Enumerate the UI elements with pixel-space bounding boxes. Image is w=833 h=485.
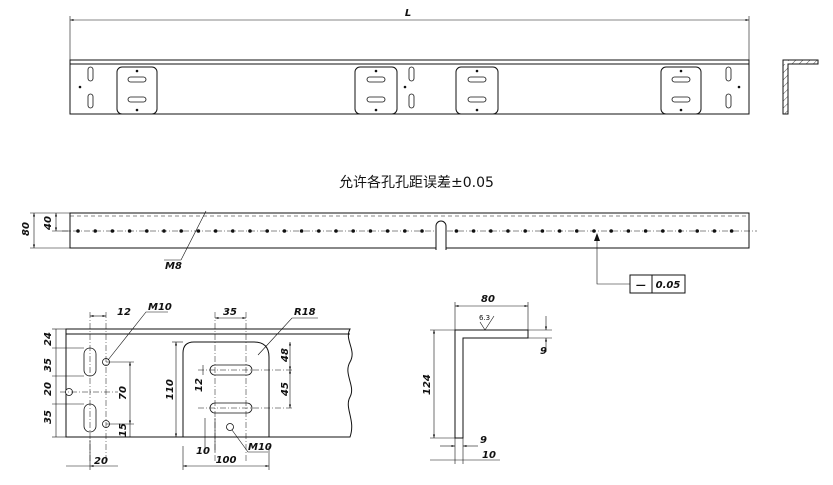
- front-hole: [265, 229, 270, 233]
- front-hole: [145, 229, 149, 233]
- pocket-slots: [127, 69, 691, 112]
- pocket: [455, 66, 499, 115]
- dim-m10-bottom: M10: [248, 442, 272, 453]
- front-hole: [368, 229, 373, 233]
- length-label: L: [405, 8, 411, 19]
- front-view: 80 40 M8 — 0.05: [21, 210, 757, 294]
- front-hole: [196, 229, 201, 233]
- tolerance-value: 0.05: [656, 280, 681, 291]
- pocket: [660, 66, 702, 115]
- detail-pocket: [182, 341, 270, 437]
- section-dim-80: 80: [481, 294, 495, 305]
- straightness-symbol: —: [636, 280, 646, 291]
- section-view: 80 6.3 9 124 9 10: [422, 294, 552, 464]
- m10-hole: [226, 423, 234, 431]
- dim-m10-top: M10: [148, 302, 172, 313]
- front-hole: [179, 229, 183, 233]
- surface-finish: 6.3: [479, 314, 490, 322]
- front-hole: [506, 229, 510, 233]
- tolerance-frame: [629, 274, 686, 294]
- dim-10: 10: [196, 446, 210, 457]
- front-hole: [575, 229, 579, 233]
- dim-35-a: 35: [43, 358, 54, 372]
- front-hole: [351, 229, 356, 233]
- front-hole: [76, 229, 80, 233]
- front-hole: [385, 229, 390, 233]
- middle-notch: [435, 220, 447, 250]
- tolerance-leader: [596, 234, 630, 285]
- front-hole: [523, 229, 527, 233]
- dim-20-bottom: 20: [94, 456, 108, 467]
- height-label: 80: [21, 222, 32, 236]
- section-dim-9-right: 9: [540, 346, 547, 357]
- detail-view: 24 35 20 35 70 15 12 M10 35 R18 110 48 4…: [43, 302, 353, 470]
- front-hole: [643, 229, 648, 233]
- thread-leader: [180, 210, 207, 261]
- front-hole: [729, 229, 734, 233]
- front-hole: [299, 229, 304, 233]
- pocket: [116, 66, 158, 115]
- dim-45: 45: [280, 382, 291, 397]
- front-hole: [231, 229, 235, 233]
- front-hole: [162, 229, 166, 233]
- top-view: L: [69, 8, 750, 115]
- front-hole: [93, 229, 97, 233]
- dim-r18: R18: [294, 307, 316, 318]
- section-dim-10: 10: [482, 450, 496, 461]
- dim-48: 48: [280, 348, 291, 363]
- front-hole: [420, 229, 424, 233]
- dim-15: 15: [118, 423, 129, 437]
- m10-bottom-leader: [231, 429, 268, 453]
- dim-35-top: 35: [223, 307, 237, 318]
- dim-100: 100: [216, 455, 237, 466]
- front-hole: [403, 229, 407, 233]
- front-hole: [678, 229, 682, 233]
- front-hole: [592, 229, 596, 233]
- dim-35-b: 35: [43, 410, 54, 424]
- leader-arrow: [594, 233, 600, 241]
- r18-leader: [257, 317, 318, 356]
- front-hole: [213, 229, 218, 233]
- dim-110: 110: [165, 379, 176, 400]
- dim-20-left: 20: [43, 382, 54, 396]
- dim-24: 24: [43, 332, 54, 346]
- tolerance-note: 允许各孔孔距误差±0.05: [339, 175, 494, 191]
- front-hole: [471, 229, 476, 233]
- front-hole: [110, 229, 115, 233]
- front-hole: [695, 229, 699, 233]
- front-hole: [557, 229, 562, 233]
- front-hole: [712, 229, 717, 233]
- front-hole: [248, 229, 252, 233]
- pocket: [354, 66, 398, 115]
- front-hole: [334, 229, 338, 233]
- front-bar-outline: [69, 212, 750, 249]
- front-hole-row: [76, 229, 734, 233]
- front-hole: [626, 229, 631, 233]
- hole-line-label: 40: [43, 216, 54, 231]
- surface-finish-symbol: [479, 315, 495, 331]
- end-slots: [78, 66, 741, 109]
- angle-profile-icon: [782, 59, 819, 115]
- thread-label: M8: [165, 261, 182, 272]
- dim-12-slot: 12: [194, 378, 205, 392]
- front-hole: [317, 229, 321, 233]
- m10-leader: [107, 311, 168, 361]
- dim-12: 12: [117, 307, 131, 318]
- section-dim-124: 124: [422, 374, 433, 395]
- front-hole: [609, 229, 613, 233]
- detail-bar-outline: [65, 328, 353, 438]
- front-hole: [127, 229, 132, 233]
- front-hole: [454, 229, 459, 233]
- front-hole: [489, 229, 493, 233]
- bar-outline: [69, 59, 750, 115]
- section-dim-9-bottom: 9: [480, 435, 487, 446]
- dim-70: 70: [118, 386, 129, 400]
- front-hole: [282, 229, 287, 233]
- front-hole: [661, 229, 665, 233]
- angle-section: [454, 329, 529, 439]
- front-hole: [540, 229, 545, 233]
